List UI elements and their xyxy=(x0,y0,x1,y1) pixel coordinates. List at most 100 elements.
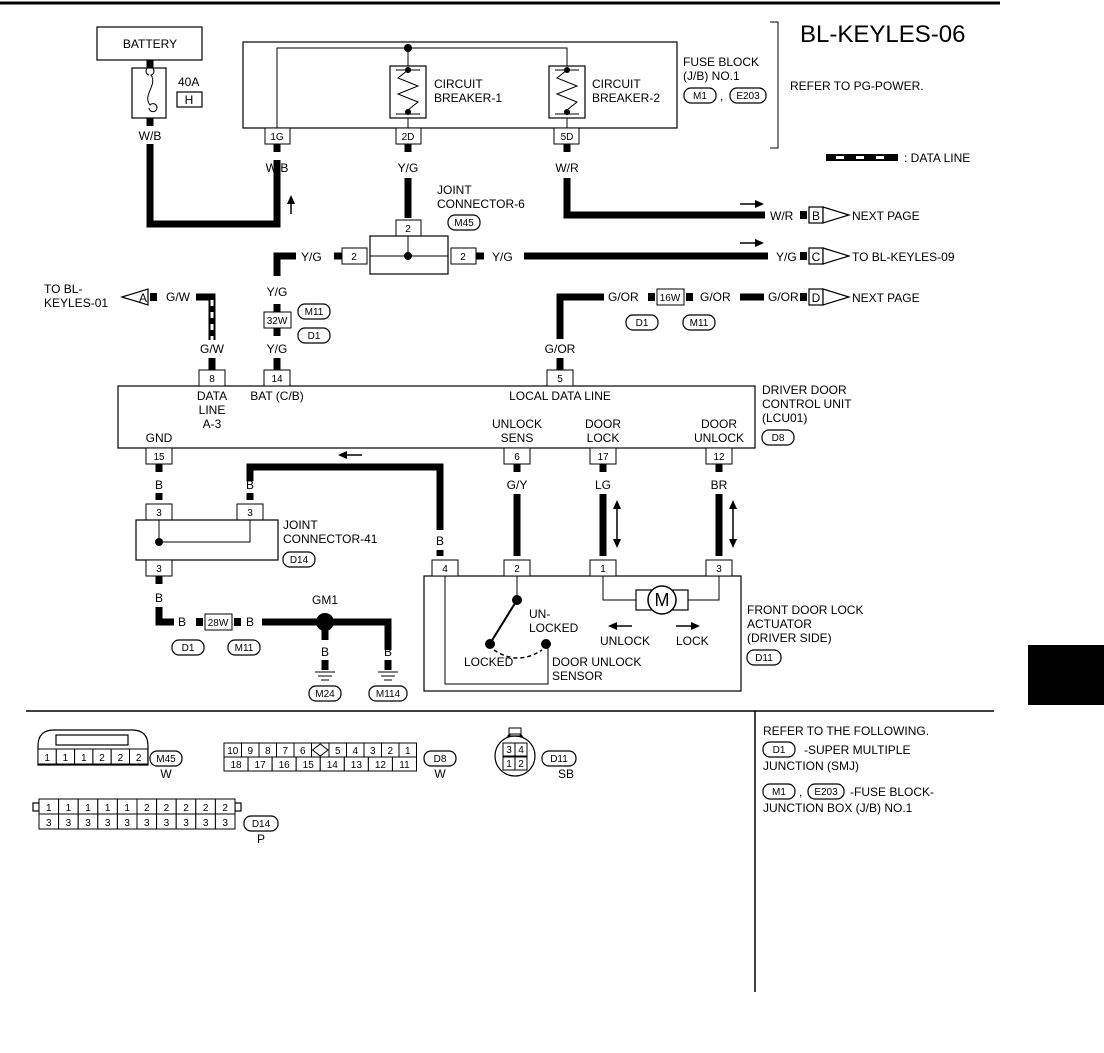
svg-text:JUNCTION (SMJ): JUNCTION (SMJ) xyxy=(763,759,859,773)
m45-pin-number: 2 xyxy=(99,753,105,764)
svg-text:(DRIVER SIDE): (DRIVER SIDE) xyxy=(747,631,832,645)
m45-pin-number: 2 xyxy=(118,753,124,764)
svg-text:,: , xyxy=(799,785,802,799)
svg-text:D8: D8 xyxy=(434,754,447,765)
smj-32w: Y/G 32W M11 D1 Y/G xyxy=(263,285,331,356)
svg-text:BR: BR xyxy=(711,478,728,492)
svg-text:B: B xyxy=(178,615,186,629)
svg-text:B: B xyxy=(321,645,329,659)
svg-text:G/OR: G/OR xyxy=(768,290,799,304)
svg-text:B: B xyxy=(246,615,254,629)
svg-text:M11: M11 xyxy=(690,318,709,329)
svg-text:M114: M114 xyxy=(376,689,401,700)
svg-text:BREAKER-1: BREAKER-1 xyxy=(434,91,502,105)
d11-pin-number: 4 xyxy=(518,745,524,756)
joint-connector-41: 3 3 3 JOINT CONNECTOR-41 D14 xyxy=(135,503,378,577)
svg-text:M1: M1 xyxy=(693,91,707,102)
svg-text:D: D xyxy=(812,291,821,305)
svg-text:M45: M45 xyxy=(156,754,176,765)
svg-text:-SUPER MULTIPLE: -SUPER MULTIPLE xyxy=(804,743,910,757)
svg-text:Y/G: Y/G xyxy=(492,250,513,264)
d14-pin-number: 3 xyxy=(203,818,209,829)
d14-pin-number: 3 xyxy=(144,818,150,829)
svg-text:B: B xyxy=(384,645,392,659)
svg-text:E203: E203 xyxy=(736,91,760,102)
d8-pin-number: 9 xyxy=(247,746,253,757)
svg-text:40A: 40A xyxy=(178,75,199,89)
svg-text:W: W xyxy=(434,767,446,781)
d14-pin-number: 1 xyxy=(46,803,52,814)
d8-pin-number: 12 xyxy=(375,760,387,771)
svg-text:LOCAL DATA LINE: LOCAL DATA LINE xyxy=(509,389,611,403)
svg-text:D14: D14 xyxy=(252,819,271,830)
svg-text:NEXT PAGE: NEXT PAGE xyxy=(852,209,920,223)
svg-text:5D: 5D xyxy=(561,132,574,143)
d8-pin-number: 8 xyxy=(265,746,271,757)
d14-pin-number: 1 xyxy=(85,803,91,814)
svg-text:B: B xyxy=(155,591,163,605)
d14-pin-number: 2 xyxy=(203,803,209,814)
svg-text:: DATA LINE: : DATA LINE xyxy=(904,151,970,165)
svg-text:A-3: A-3 xyxy=(203,417,222,431)
svg-text:3: 3 xyxy=(156,564,162,575)
d8-pin-number: 6 xyxy=(300,746,306,757)
svg-text:M11: M11 xyxy=(235,643,254,654)
svg-text:A: A xyxy=(139,291,147,305)
svg-text:14: 14 xyxy=(271,374,283,385)
d8-pin-number: 17 xyxy=(255,760,267,771)
svg-text:M45: M45 xyxy=(454,218,474,229)
d14-pin-number: 2 xyxy=(144,803,150,814)
svg-text:5: 5 xyxy=(557,374,563,385)
svg-text:Y/G: Y/G xyxy=(267,285,288,299)
svg-text:JOINT: JOINT xyxy=(283,518,318,532)
svg-text:W/B: W/B xyxy=(139,129,162,143)
svg-text:SB: SB xyxy=(558,767,574,781)
door-lock-actuator: 4 2 1 3 UN- LOCKED LOCKED DOOR UNLOCK SE… xyxy=(423,559,863,692)
m45-pin-number: 1 xyxy=(81,753,87,764)
svg-text:12: 12 xyxy=(713,452,725,463)
svg-text:DATA: DATA xyxy=(197,389,227,403)
svg-text:GM1: GM1 xyxy=(312,593,338,607)
svg-text:Y/G: Y/G xyxy=(267,342,288,356)
svg-text:UNLOCK: UNLOCK xyxy=(492,417,542,431)
d8-pin-number: 18 xyxy=(230,760,242,771)
d14-pin-number: 3 xyxy=(66,818,72,829)
svg-text:D1: D1 xyxy=(773,745,786,756)
refer-panel: REFER TO THE FOLLOWING. D1 -SUPER MULTIP… xyxy=(762,724,934,815)
svg-text:LG: LG xyxy=(595,478,611,492)
svg-text:C: C xyxy=(812,250,821,264)
svg-text:DOOR: DOOR xyxy=(585,417,621,431)
svg-text:15: 15 xyxy=(153,452,165,463)
svg-text:(J/B) NO.1: (J/B) NO.1 xyxy=(683,69,740,83)
svg-text:D8: D8 xyxy=(772,433,785,444)
svg-text:P: P xyxy=(257,832,265,846)
svg-text:D11: D11 xyxy=(755,653,773,664)
svg-text:LOCKED: LOCKED xyxy=(529,621,579,635)
svg-text:ACTUATOR: ACTUATOR xyxy=(747,617,812,631)
d14-pin-number: 3 xyxy=(85,818,91,829)
svg-text:LINE: LINE xyxy=(199,403,226,417)
svg-text:LOCK: LOCK xyxy=(587,431,620,445)
legend-data-line: : DATA LINE xyxy=(826,151,970,165)
svg-text:BAT (C/B): BAT (C/B) xyxy=(250,389,304,403)
svg-text:UNLOCK: UNLOCK xyxy=(694,431,744,445)
battery: BATTERY 40A H W/B xyxy=(96,26,203,143)
m45-pin-number: 1 xyxy=(44,753,50,764)
svg-text:B: B xyxy=(155,478,163,492)
svg-text:CONNECTOR-6: CONNECTOR-6 xyxy=(437,197,525,211)
d14-pin-cell xyxy=(214,813,236,830)
svg-text:DRIVER DOOR: DRIVER DOOR xyxy=(762,383,847,397)
svg-text:28W: 28W xyxy=(208,618,229,629)
d8-pin-number: 11 xyxy=(399,760,410,771)
svg-text:CONNECTOR-41: CONNECTOR-41 xyxy=(283,532,378,546)
svg-text:JUNCTION BOX (J/B) NO.1: JUNCTION BOX (J/B) NO.1 xyxy=(763,801,913,815)
svg-text:M24: M24 xyxy=(315,689,335,700)
d8-pin-number: 10 xyxy=(227,746,239,757)
svg-text:1: 1 xyxy=(600,564,606,575)
d11-pin-number: 3 xyxy=(506,745,512,756)
svg-text:D1: D1 xyxy=(308,331,321,342)
d14-pin-number: 1 xyxy=(105,803,111,814)
svg-text:B: B xyxy=(436,534,444,548)
svg-text:W/R: W/R xyxy=(555,161,579,175)
svg-text:CIRCUIT: CIRCUIT xyxy=(434,77,483,91)
